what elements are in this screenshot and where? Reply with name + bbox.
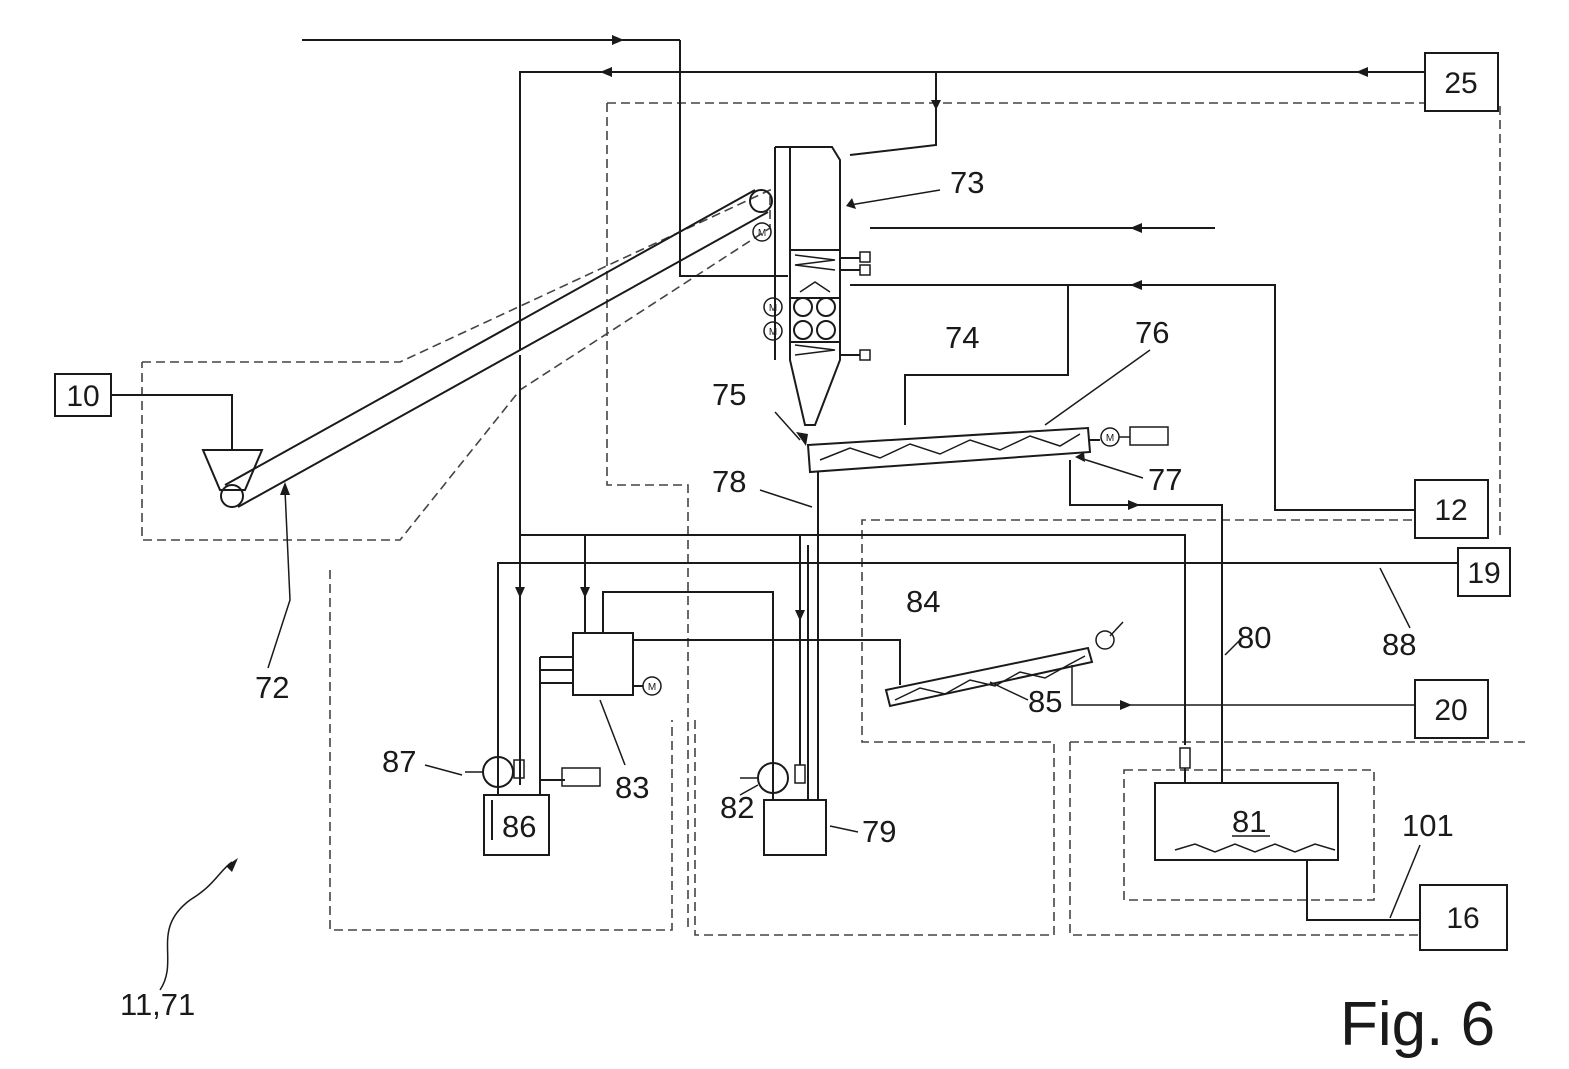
svg-text:19: 19 <box>1467 557 1500 590</box>
box-10: 10 <box>55 374 232 450</box>
svg-text:16: 16 <box>1446 902 1479 935</box>
label-78: 78 <box>712 464 746 499</box>
label-87: 87 <box>382 744 416 779</box>
label-84: 84 <box>906 584 940 619</box>
label-81: 81 <box>1232 804 1266 839</box>
label-80: 80 <box>1237 620 1271 655</box>
svg-text:25: 25 <box>1444 67 1477 100</box>
label-83: 83 <box>615 770 649 805</box>
label-77: 77 <box>1148 462 1182 497</box>
pump-82 <box>740 763 788 793</box>
belt-conveyor <box>203 190 772 507</box>
supply-lines: 74 <box>302 35 1425 510</box>
box-12: 12 <box>1415 480 1488 538</box>
svg-text:20: 20 <box>1434 694 1467 727</box>
screw-conveyor-76: M <box>808 427 1168 472</box>
svg-text:M: M <box>769 303 777 314</box>
label-79: 79 <box>862 814 896 849</box>
label-73: 73 <box>950 165 984 200</box>
conveyor-motor: M <box>753 223 771 241</box>
label-88: 88 <box>1382 627 1416 662</box>
svg-text:10: 10 <box>66 380 99 413</box>
figure-label: Fig. 6 <box>1340 990 1495 1059</box>
label-86: 86 <box>502 809 536 844</box>
label-85: 85 <box>1028 684 1062 719</box>
label-74: 74 <box>945 320 979 355</box>
label-75: 75 <box>712 377 746 412</box>
svg-text:M: M <box>769 327 777 338</box>
unit-81 <box>1155 748 1420 920</box>
label-76: 76 <box>1135 315 1169 350</box>
box-25: 25 <box>1425 53 1498 111</box>
feed-hopper <box>203 450 262 490</box>
box-19: 19 <box>1458 548 1510 596</box>
svg-text:M: M <box>1106 433 1114 444</box>
label-101: 101 <box>1402 808 1454 843</box>
pump-87 <box>465 757 513 787</box>
svg-text:M: M <box>648 682 656 693</box>
label-82: 82 <box>720 790 754 825</box>
screw-conveyor-85 <box>886 622 1123 706</box>
svg-text:12: 12 <box>1434 494 1467 527</box>
tank-79 <box>764 765 826 855</box>
unit-83: M <box>540 592 900 800</box>
label-11-71: 11,71 <box>120 987 195 1022</box>
label-72: 72 <box>255 670 289 705</box>
svg-text:M: M <box>758 228 766 239</box>
box-16: 16 <box>1420 885 1507 950</box>
box-20: 20 <box>1415 680 1488 738</box>
